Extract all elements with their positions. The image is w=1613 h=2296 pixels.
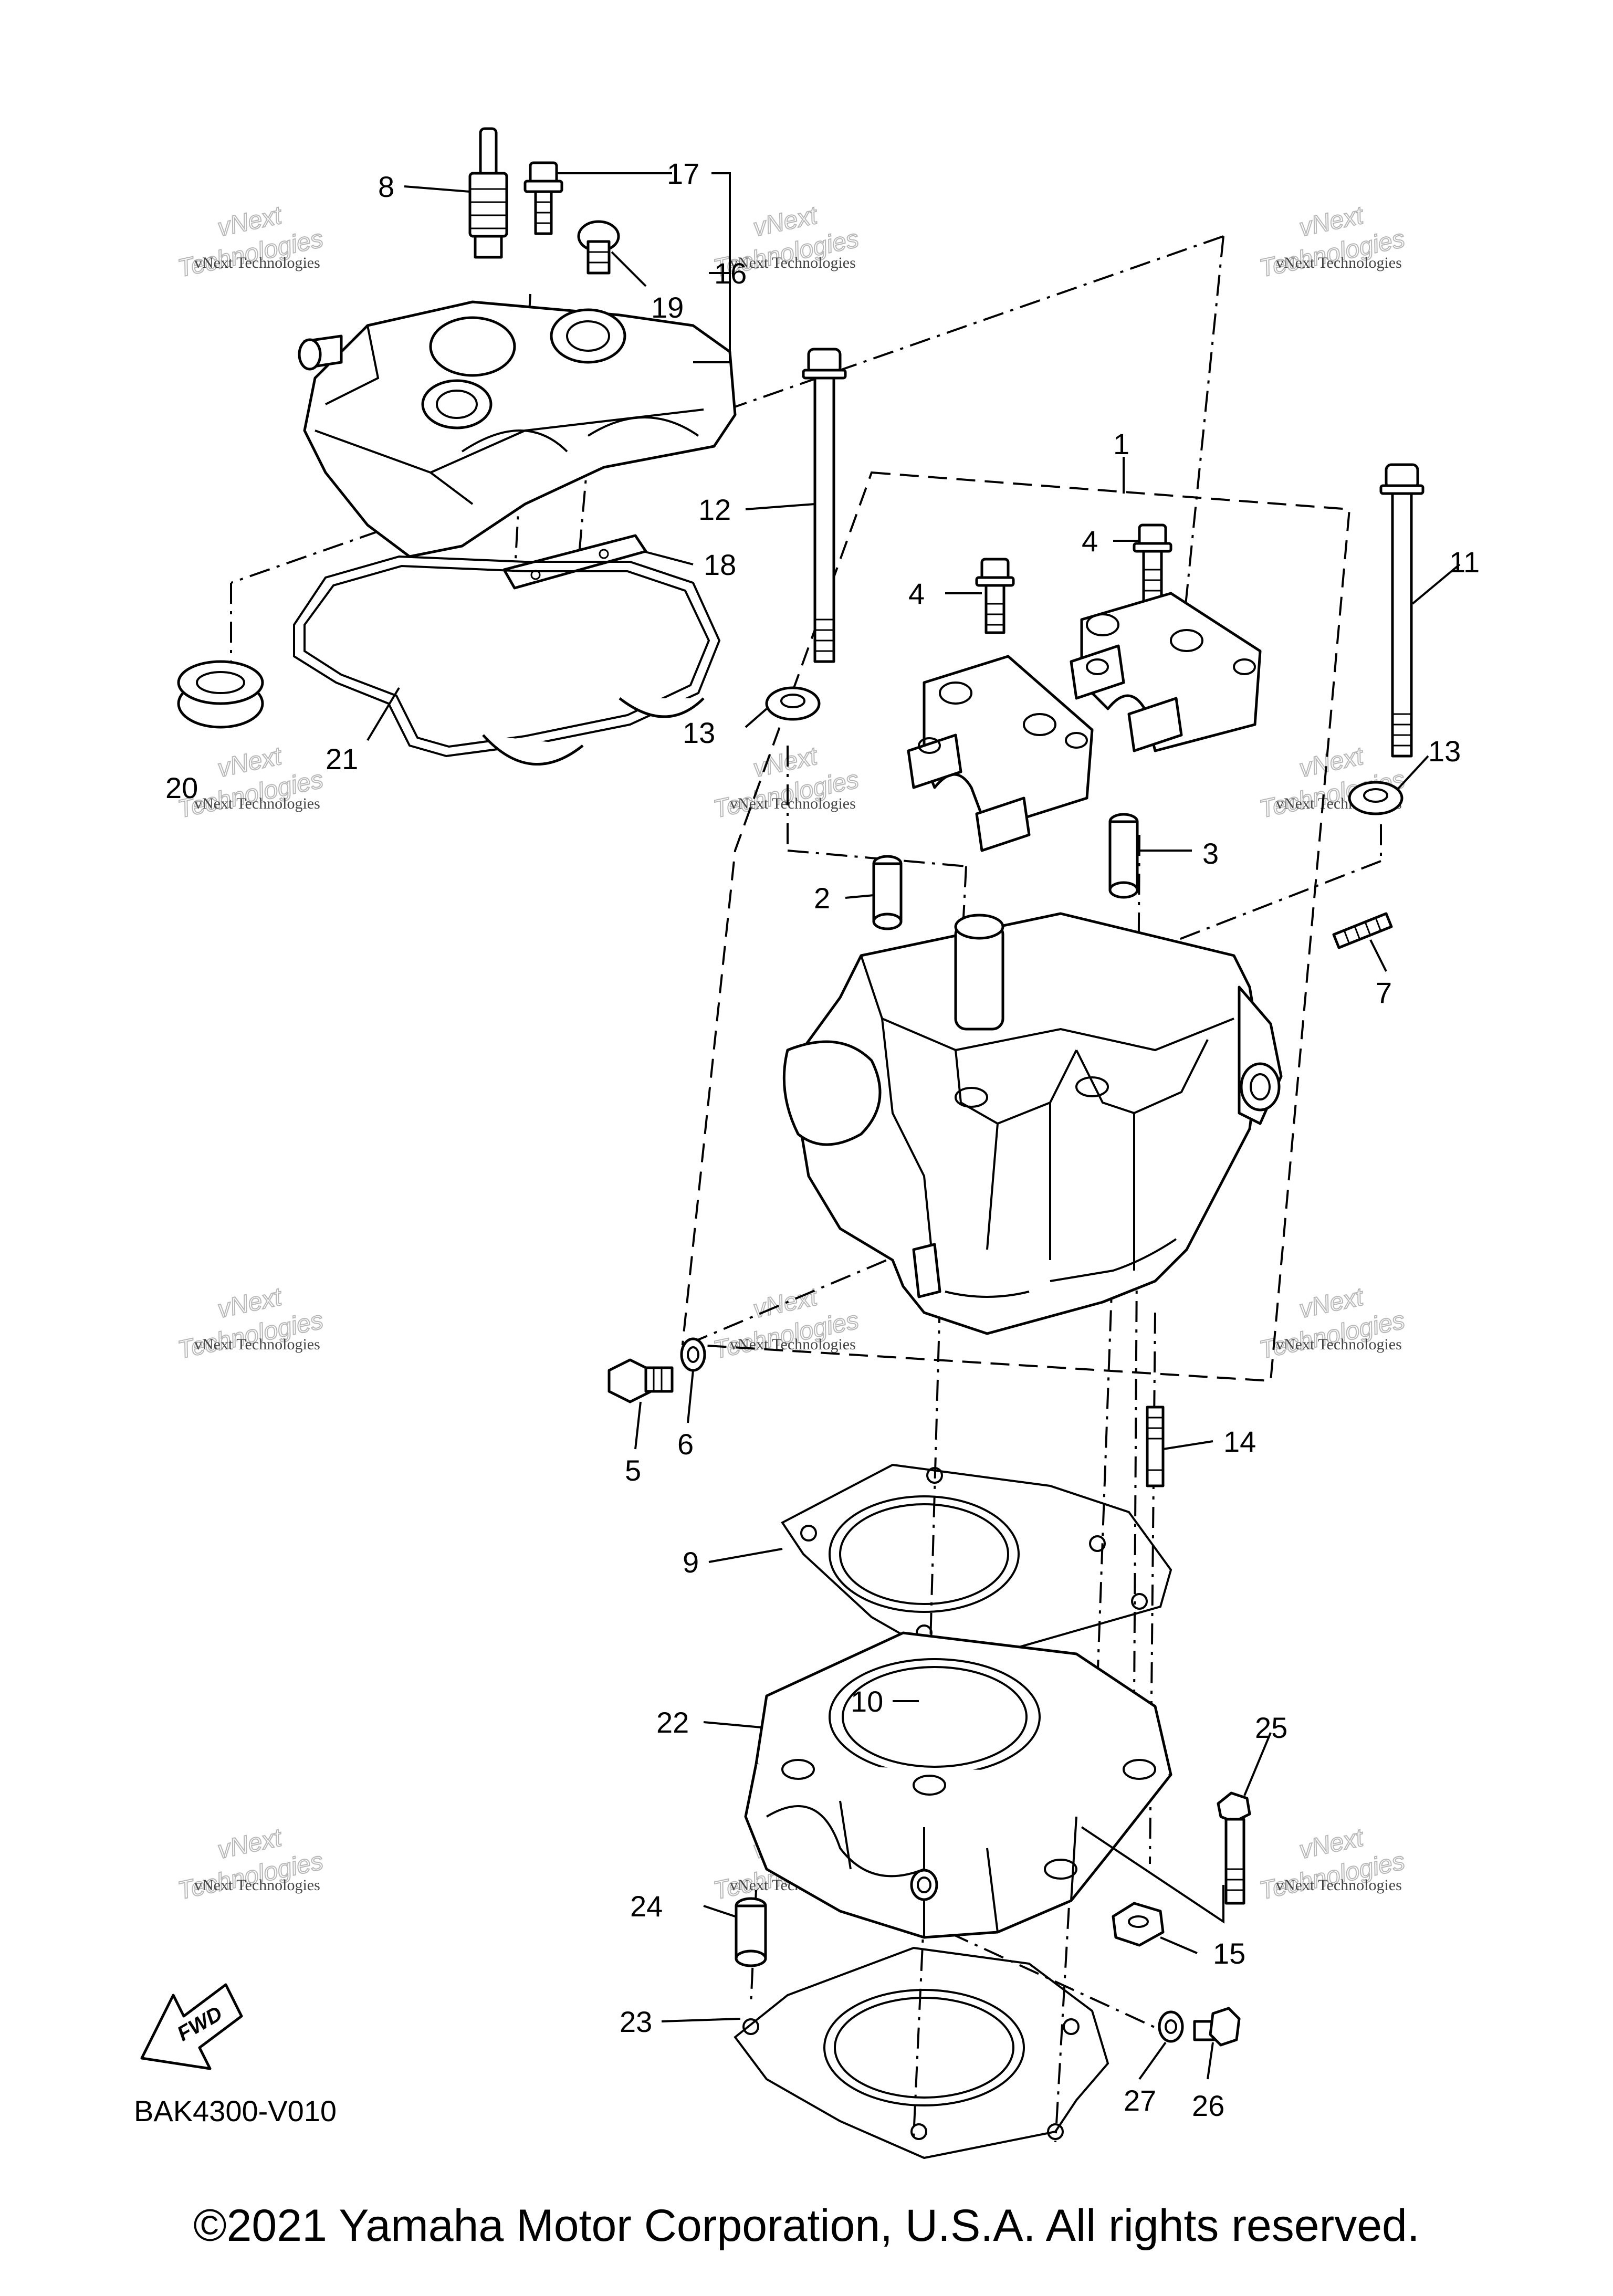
spark-plug (468, 127, 508, 259)
callout-8: 8 (378, 170, 394, 203)
svg-text:vNext Technologies: vNext Technologies (194, 1336, 320, 1353)
callout-20: 20 (165, 771, 198, 804)
dowel-24 (735, 1897, 767, 1967)
callout-19: 19 (651, 291, 684, 324)
cover-gasket (293, 555, 721, 766)
cylinder (744, 1631, 1172, 1939)
washer-13-left (765, 686, 821, 721)
head-gasket (781, 1463, 1172, 1661)
svg-text:vNext Technologies: vNext Technologies (194, 1876, 320, 1894)
dowel-2 (872, 855, 903, 930)
watermark: Technologies vNext Technologies vNext (1256, 1823, 1408, 1905)
washer-27 (1158, 2010, 1184, 2043)
callout-numbers: 8 17 16 19 1 12 11 4 4 18 13 13 20 21 3 … (165, 157, 1480, 2122)
callout-4b: 4 (908, 577, 925, 610)
bolt-4-left (975, 558, 1015, 634)
callout-9: 9 (683, 1546, 699, 1579)
cylinder-head-cover (298, 300, 737, 558)
svg-text:vNext Technologies: vNext Technologies (1276, 1876, 1402, 1894)
bolt-26 (1193, 2007, 1241, 2047)
callout-11: 11 (1449, 546, 1480, 579)
callout-27: 27 (1124, 2084, 1156, 2117)
callout-5: 5 (625, 1454, 641, 1487)
bolt-25 (1217, 1791, 1251, 1905)
callout-10: 10 (851, 1685, 883, 1718)
callout-18: 18 (704, 548, 736, 581)
svg-text:vNext Technologies: vNext Technologies (730, 795, 856, 812)
callout-16: 16 (714, 257, 747, 290)
watermark: Technologies vNext Technologies vNext (710, 1282, 862, 1365)
bolt-4-right (1133, 523, 1172, 605)
camshaft-cap-right (1070, 592, 1262, 752)
stud-7 (1332, 912, 1393, 949)
svg-text:vNext Technologies: vNext Technologies (194, 795, 320, 812)
svg-text:vNext Technologies: vNext Technologies (1276, 1336, 1402, 1353)
washer-6 (680, 1337, 706, 1372)
svg-text:vNext Technologies: vNext Technologies (1276, 254, 1402, 271)
cylinder-head (782, 912, 1283, 1335)
nut-15 (1112, 1902, 1165, 1947)
callout-13a: 13 (683, 716, 715, 749)
svg-text:vNext Technologies: vNext Technologies (194, 254, 320, 271)
camshaft-cap-left (907, 655, 1094, 852)
watermark: Technologies vNext Technologies vNext (710, 201, 862, 283)
fwd-arrow-icon: FWD (140, 1983, 243, 2070)
callout-3: 3 (1202, 837, 1219, 870)
watermark: Technologies vNext Technologies vNext (175, 201, 326, 283)
grommet-20 (177, 660, 264, 729)
watermark: Technologies vNext Technologies vNext (175, 1823, 326, 1905)
plug-19 (577, 220, 620, 275)
callout-13b: 13 (1428, 735, 1461, 768)
bolt-17 (523, 161, 563, 235)
callout-12: 12 (698, 493, 731, 526)
watermark: Technologies vNext Technologies vNext (1256, 201, 1408, 283)
dowel-3 (1108, 813, 1139, 899)
stud-bolt-11 (1379, 463, 1425, 758)
copyright-notice: ©2021 Yamaha Motor Corporation, U.S.A. A… (193, 2200, 1420, 2251)
callout-15: 15 (1213, 1937, 1245, 1970)
base-gasket (734, 1946, 1109, 2159)
callout-1: 1 (1113, 427, 1129, 460)
stud-bolt-12 (802, 348, 847, 663)
callout-17: 17 (667, 157, 699, 190)
callout-22: 22 (656, 1706, 689, 1739)
callout-24: 24 (630, 1890, 663, 1923)
callout-23: 23 (620, 2005, 652, 2038)
callout-2: 2 (814, 882, 830, 915)
diagram-code: BAK4300-V010 (134, 2094, 337, 2127)
callout-7: 7 (1376, 976, 1392, 1009)
stud-14 (1146, 1406, 1165, 1487)
callout-26: 26 (1192, 2089, 1224, 2122)
cylinder-head-assembly-boundary (681, 471, 1351, 1382)
callout-6: 6 (677, 1428, 694, 1461)
watermark: Technologies vNext Technologies vNext (710, 741, 862, 824)
svg-text:vNext Technologies: vNext Technologies (730, 254, 856, 271)
leader-lines (366, 172, 1461, 2080)
bolt-5 (608, 1358, 674, 1403)
watermark: Technologies vNext Technologies vNext (175, 1282, 326, 1365)
callout-21: 21 (326, 742, 358, 775)
callout-14: 14 (1223, 1425, 1256, 1458)
callout-25: 25 (1255, 1711, 1287, 1744)
watermark: Technologies vNext Technologies vNext (1256, 1282, 1408, 1365)
washer-13-right (1348, 781, 1403, 815)
callout-4a: 4 (1082, 525, 1098, 558)
